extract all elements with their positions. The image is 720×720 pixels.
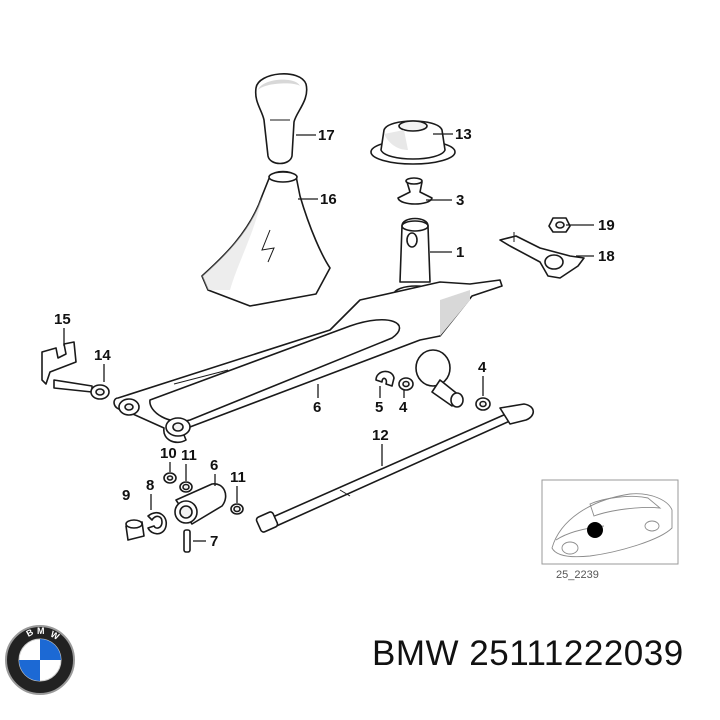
part-15-bracket xyxy=(41,341,93,393)
callout-17: 19 xyxy=(598,217,615,234)
part-9-bush xyxy=(125,519,145,541)
location-marker xyxy=(587,522,603,538)
part-number-label: BMW 25111222039 xyxy=(372,634,684,673)
callout-3: 3 xyxy=(456,192,464,209)
callout-9: 9 xyxy=(122,487,130,504)
callout-14: 14 xyxy=(94,347,111,364)
part-7-pin xyxy=(183,529,191,553)
part-16-bracket xyxy=(499,232,585,279)
part-4-washer xyxy=(398,377,414,391)
part-8-ring xyxy=(147,511,168,535)
callout-10: 10 xyxy=(160,445,177,462)
callout-18: 16 xyxy=(320,191,337,208)
part-4-washer-2 xyxy=(475,397,491,411)
part-11-ring xyxy=(179,481,193,493)
part-19-shift-knob xyxy=(254,73,308,165)
part-10-washer xyxy=(163,472,177,484)
callout-11-second: 11 xyxy=(230,469,246,486)
leader-lines xyxy=(63,133,594,542)
callout-19: 17 xyxy=(318,127,335,144)
callout-1: 1 xyxy=(456,244,464,261)
part-18-shift-boot xyxy=(201,170,331,307)
inset-code: 25_2239 xyxy=(556,569,599,581)
part-11-ring-2 xyxy=(230,503,244,515)
part-5-clip xyxy=(375,370,395,387)
part-6-joint xyxy=(174,483,227,525)
callout-5: 5 xyxy=(375,399,383,416)
callout-2: 6 xyxy=(313,399,321,416)
svg-text:B: B xyxy=(24,627,35,639)
part-2-carrier xyxy=(113,279,503,444)
callout-15: 15 xyxy=(54,311,71,328)
callout-11: 11 xyxy=(181,447,197,464)
callout-12: 12 xyxy=(372,427,389,444)
part-12-selector-rod xyxy=(255,403,535,533)
lever-ball-joint xyxy=(415,349,464,408)
callout-4-second: 4 xyxy=(478,359,487,376)
part-17-nut xyxy=(548,217,571,233)
bmw-logo: B M W xyxy=(5,625,75,695)
callout-4: 4 xyxy=(399,399,408,416)
svg-text:M: M xyxy=(37,626,45,636)
callout-8: 8 xyxy=(146,477,154,494)
callout-13: 13 xyxy=(455,126,472,143)
callout-16: 18 xyxy=(598,248,615,265)
callout-7: 7 xyxy=(210,533,218,550)
part-13-bearing xyxy=(370,120,456,165)
callout-labels: 17 16 13 3 1 19 18 15 14 6 5 4 4 12 10 1… xyxy=(54,126,615,550)
inset-car-locator: 25_2239 xyxy=(541,479,679,581)
part-3-bushing xyxy=(397,177,433,205)
callout-6: 6 xyxy=(210,457,218,474)
part-14-bushing xyxy=(90,384,110,400)
